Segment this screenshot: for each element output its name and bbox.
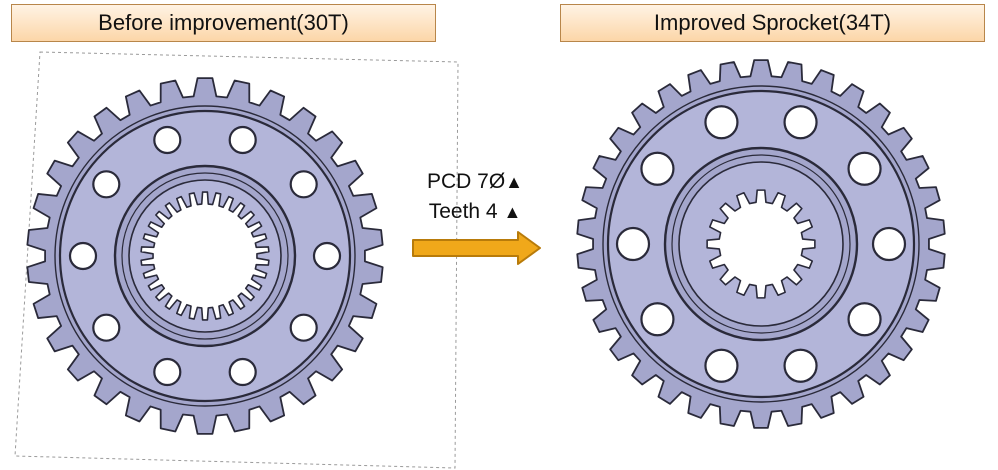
bolt-hole xyxy=(640,302,675,337)
bolt-hole xyxy=(153,357,182,387)
bolt-hole xyxy=(783,348,818,383)
increase-triangle-icon: ▲ xyxy=(503,202,522,222)
bolt-hole xyxy=(228,357,257,387)
bolt-hole xyxy=(871,226,907,262)
bolt-hole xyxy=(289,313,318,342)
bolt-hole xyxy=(704,348,739,383)
bolt-hole xyxy=(92,170,121,199)
before-improvement-label: Before improvement(30T) xyxy=(11,4,436,42)
bolt-hole xyxy=(704,105,739,140)
bolt-hole xyxy=(228,125,257,155)
right-arrow-icon xyxy=(412,231,541,265)
teeth-change-label: Teeth 4 xyxy=(428,200,498,223)
bolt-hole xyxy=(289,170,318,199)
teeth-change-text: Teeth 4 ▲ xyxy=(400,200,550,224)
bolt-hole xyxy=(92,313,121,342)
rim-ring xyxy=(54,105,356,407)
spline-bore xyxy=(706,189,816,299)
bolt-hole xyxy=(615,226,651,262)
bolt-hole xyxy=(847,302,882,337)
bolt-hole xyxy=(312,241,342,271)
bolt-hole xyxy=(640,151,675,186)
pcd-change-label: PCD 7Ø xyxy=(426,170,506,193)
bolt-hole xyxy=(153,125,182,155)
improved-sprocket-label: Improved Sprocket(34T) xyxy=(560,4,985,42)
bolt-hole xyxy=(783,105,818,140)
improved-sprocket-34t xyxy=(576,59,946,429)
hub-inner-ring xyxy=(121,172,289,340)
before-improvement-label-text: Before improvement(30T) xyxy=(98,10,349,35)
hub-inner-ring xyxy=(671,154,851,334)
rim-ring xyxy=(602,85,920,403)
pcd-change-text: PCD 7Ø▲ xyxy=(400,170,550,194)
bolt-hole xyxy=(68,241,98,271)
before-sprocket-30t xyxy=(26,77,384,435)
spline-bore xyxy=(140,191,270,321)
improved-sprocket-label-text: Improved Sprocket(34T) xyxy=(653,10,892,35)
increase-triangle-icon: ▲ xyxy=(505,172,523,192)
bolt-hole xyxy=(847,151,882,186)
